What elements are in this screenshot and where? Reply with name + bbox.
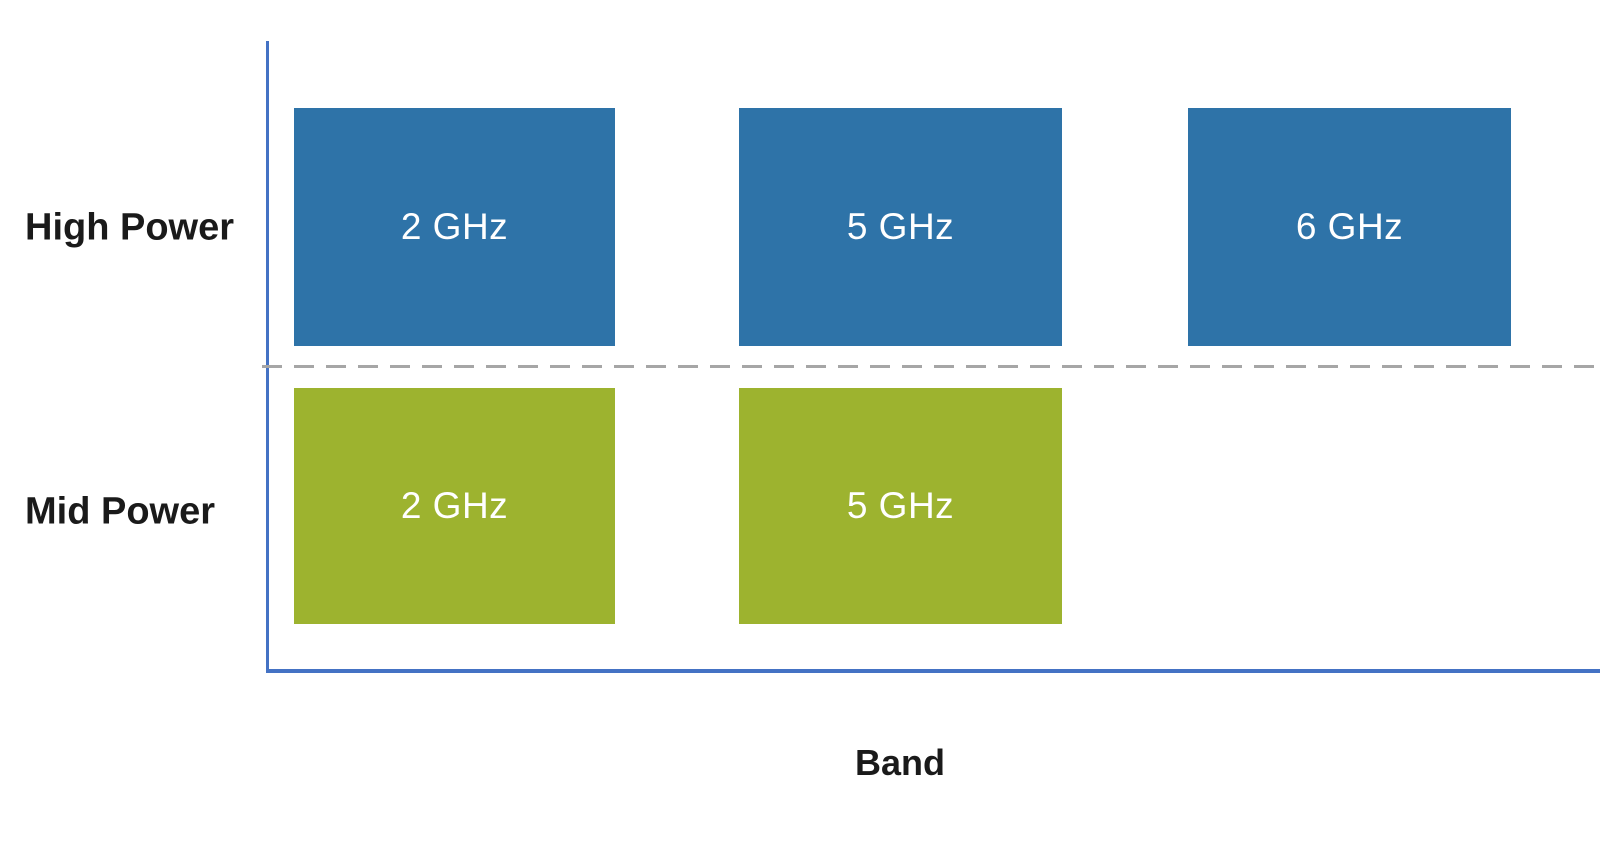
power-divider-dashed-line [262, 365, 1600, 368]
bar-high-power-5ghz: 5 GHz [739, 108, 1062, 346]
bar-high-power-2ghz: 2 GHz [294, 108, 615, 346]
x-axis-line [266, 669, 1600, 673]
x-axis-title: Band [855, 742, 945, 783]
bar-high-power-6ghz: 6 GHz [1188, 108, 1511, 346]
y-axis-line [266, 41, 269, 673]
row-label-mid-power: Mid Power [25, 490, 216, 533]
bar-mid-power-2ghz: 2 GHz [294, 388, 615, 624]
bar-mid-power-5ghz: 5 GHz [739, 388, 1062, 624]
row-label-high-power: High Power [25, 206, 235, 249]
